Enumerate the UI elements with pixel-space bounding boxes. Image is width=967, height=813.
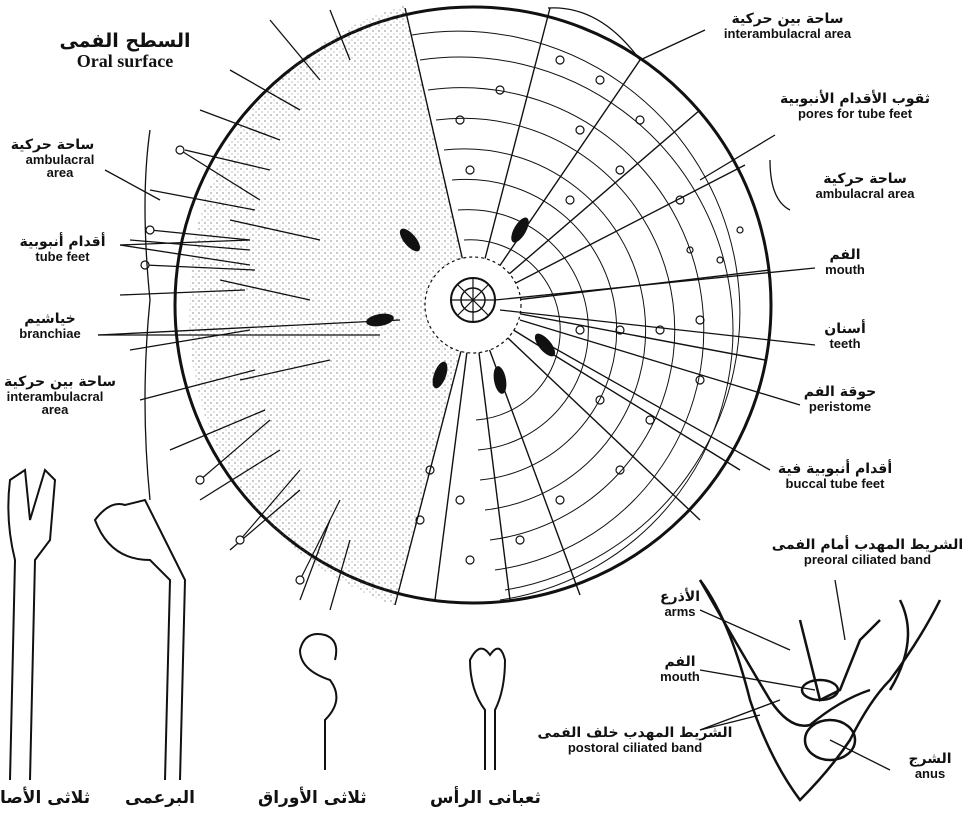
label-ar: الأذرع xyxy=(645,590,715,605)
peristome xyxy=(425,257,521,353)
label-ar: أسنان xyxy=(815,322,875,337)
label-ar: الشريط المهدب أمام الفمى xyxy=(770,538,965,553)
label-en: ambulacral area xyxy=(20,153,100,180)
label-en: teeth xyxy=(815,337,875,351)
title-english: Oral surface xyxy=(77,51,173,71)
label-en: preoral ciliated band xyxy=(770,553,965,567)
label-ar: ثقوب الأقدام الأنبوبية xyxy=(770,92,940,107)
label-ar: أقدام أنبوبية فية xyxy=(770,462,900,477)
title-arabic: السطح الفمى xyxy=(50,32,200,52)
label-en: peristome xyxy=(800,400,880,414)
label-mouth: الفم mouth xyxy=(815,248,875,276)
label-buccal-tube-feet: أقدام أنبوبية فية buccal tube feet xyxy=(770,462,900,490)
caption-tridactyl: ثلاثى الأصا xyxy=(0,788,90,808)
caption-globiferous: ثعبانى الرأس xyxy=(430,788,541,808)
label-ar: ساحة بين حركية xyxy=(700,12,875,27)
label-pores: ثقوب الأقدام الأنبوبية pores for tube fe… xyxy=(770,92,940,120)
label-ar: ساحة حركية xyxy=(0,138,105,153)
label-interambulacral-top: ساحة بين حركية interambulacral area xyxy=(700,12,875,40)
pedicellaria-globiferous xyxy=(470,649,505,770)
pedicellaria-trifoliate xyxy=(300,634,336,770)
label-interambulacral-left: ساحة بين حركية interambulacral area xyxy=(0,375,120,417)
label-peristome: حوقة الفم peristome xyxy=(800,385,880,413)
label-tube-feet: أقدام أنبوبية tube feet xyxy=(0,235,125,263)
label-preoral-band: الشريط المهدب أمام الفمى preoral ciliate… xyxy=(770,538,965,566)
label-en: interambulacral area xyxy=(0,390,110,417)
label-ar: حوقة الفم xyxy=(800,385,880,400)
label-ar: الشريط المهدب خلف الفمى xyxy=(535,726,735,741)
label-en: pores for tube feet xyxy=(770,107,940,121)
figure-title: السطح الفمى Oral surface xyxy=(50,32,200,72)
label-teeth: أسنان teeth xyxy=(815,322,875,350)
label-en: buccal tube feet xyxy=(770,477,900,491)
label-larva-mouth: الفم mouth xyxy=(640,655,720,683)
label-ambulacral-left: ساحة حركية ambulacral area xyxy=(0,138,105,180)
label-ar: أقدام أنبوبية xyxy=(0,235,125,250)
label-postoral-band: الشريط المهدب خلف الفمى postoral ciliate… xyxy=(535,726,735,754)
pedicellaria-ophiocephalous xyxy=(95,500,185,780)
label-anus: الشرج anus xyxy=(895,752,965,780)
caption-trifoliate: ثلاثى الأوراق xyxy=(258,788,367,808)
label-en: ambulacral area xyxy=(790,187,940,201)
label-en: branchiae xyxy=(0,327,100,341)
label-arms: الأذرع arms xyxy=(645,590,715,618)
label-en: mouth xyxy=(640,670,720,684)
label-ambulacral-right: ساحة حركية ambulacral area xyxy=(790,172,940,200)
label-en: anus xyxy=(895,767,965,781)
label-en: tube feet xyxy=(0,250,125,264)
caption-ophiocephalous: البرعمى xyxy=(125,788,195,808)
label-ar: الفم xyxy=(815,248,875,263)
label-ar: خياشيم xyxy=(0,312,100,327)
label-ar: ساحة بين حركية xyxy=(0,375,120,390)
label-ar: الشرج xyxy=(895,752,965,767)
label-en: interambulacral area xyxy=(700,27,875,41)
pedicellaria-tridactyl xyxy=(8,470,55,780)
label-en: postoral ciliated band xyxy=(535,741,735,755)
label-ar: ساحة حركية xyxy=(790,172,940,187)
label-en: arms xyxy=(645,605,715,619)
label-en: mouth xyxy=(815,263,875,277)
label-branchiae: خياشيم branchiae xyxy=(0,312,100,340)
label-ar: الفم xyxy=(640,655,720,670)
